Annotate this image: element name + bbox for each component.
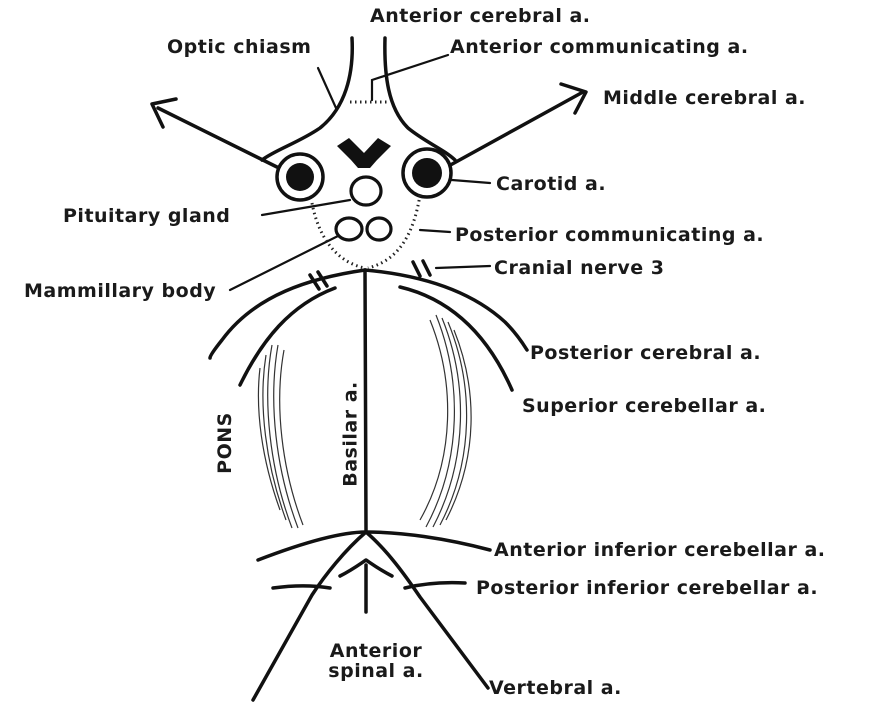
carotid-artery-left-inner <box>286 163 314 191</box>
label-superior-cerebellar: Superior cerebellar a. <box>522 396 766 416</box>
label-anterior-spinal-line1: Anterior <box>325 641 427 661</box>
label-anterior-cerebral: Anterior cerebral a. <box>370 6 590 26</box>
label-anterior-spinal-line2: spinal a. <box>325 661 427 681</box>
anterior-inferior-cerebellar-artery <box>258 532 490 560</box>
cranial-nerve-3-right <box>413 261 430 276</box>
pituitary-gland <box>351 177 381 205</box>
middle-cerebral-artery-left <box>158 108 283 170</box>
label-anterior-spinal: Anterior spinal a. <box>325 641 427 681</box>
mammillary-body-left <box>336 218 362 240</box>
cranial-nerve-3-pointer <box>436 266 490 268</box>
superior-cerebellar-artery-left <box>240 288 335 385</box>
label-anterior-communicating: Anterior communicating a. <box>450 37 749 57</box>
label-middle-cerebral: Middle cerebral a. <box>603 88 806 108</box>
label-basilar: Basilar a. <box>341 381 361 486</box>
posterior-inferior-cerebellar-artery-right <box>405 583 465 588</box>
mammillary-body-pointer <box>230 236 338 290</box>
label-pons: PONS <box>215 412 235 474</box>
posterior-communicating-pointer <box>420 230 450 232</box>
pons-hatching-left <box>258 345 303 528</box>
optic-chiasm <box>337 138 391 168</box>
carotid-pointer <box>452 180 490 183</box>
basilar-artery <box>365 270 366 530</box>
posterior-inferior-cerebellar-artery-left <box>273 586 330 588</box>
middle-cerebral-arrowhead-left <box>152 99 176 127</box>
label-optic-chiasm: Optic chiasm <box>167 37 311 57</box>
pons-hatching-right <box>420 315 471 527</box>
posterior-cerebral-artery-right <box>365 270 527 350</box>
optic-chiasm-pointer <box>318 68 336 108</box>
label-posterior-communicating: Posterior communicating a. <box>455 225 764 245</box>
pituitary-gland-pointer <box>262 200 350 215</box>
label-vertebral: Vertebral a. <box>489 678 622 698</box>
anterior-communicating-pointer <box>372 55 448 100</box>
label-anterior-inferior-cerebellar: Anterior inferior cerebellar a. <box>494 540 826 560</box>
carotid-artery-right-inner <box>412 158 442 188</box>
label-carotid: Carotid a. <box>496 174 606 194</box>
superior-cerebellar-artery-right <box>400 287 512 390</box>
label-posterior-cerebral: Posterior cerebral a. <box>530 343 761 363</box>
posterior-communicating-artery-right <box>368 195 420 268</box>
label-pituitary-gland: Pituitary gland <box>63 206 230 226</box>
label-posterior-inferior-cerebellar: Posterior inferior cerebellar a. <box>476 578 818 598</box>
mammillary-body-right <box>367 218 391 240</box>
label-cranial-nerve-3: Cranial nerve 3 <box>494 258 665 278</box>
posterior-cerebral-artery-left <box>210 270 365 358</box>
middle-cerebral-artery-right <box>445 92 583 168</box>
label-mammillary-body: Mammillary body <box>24 281 216 301</box>
